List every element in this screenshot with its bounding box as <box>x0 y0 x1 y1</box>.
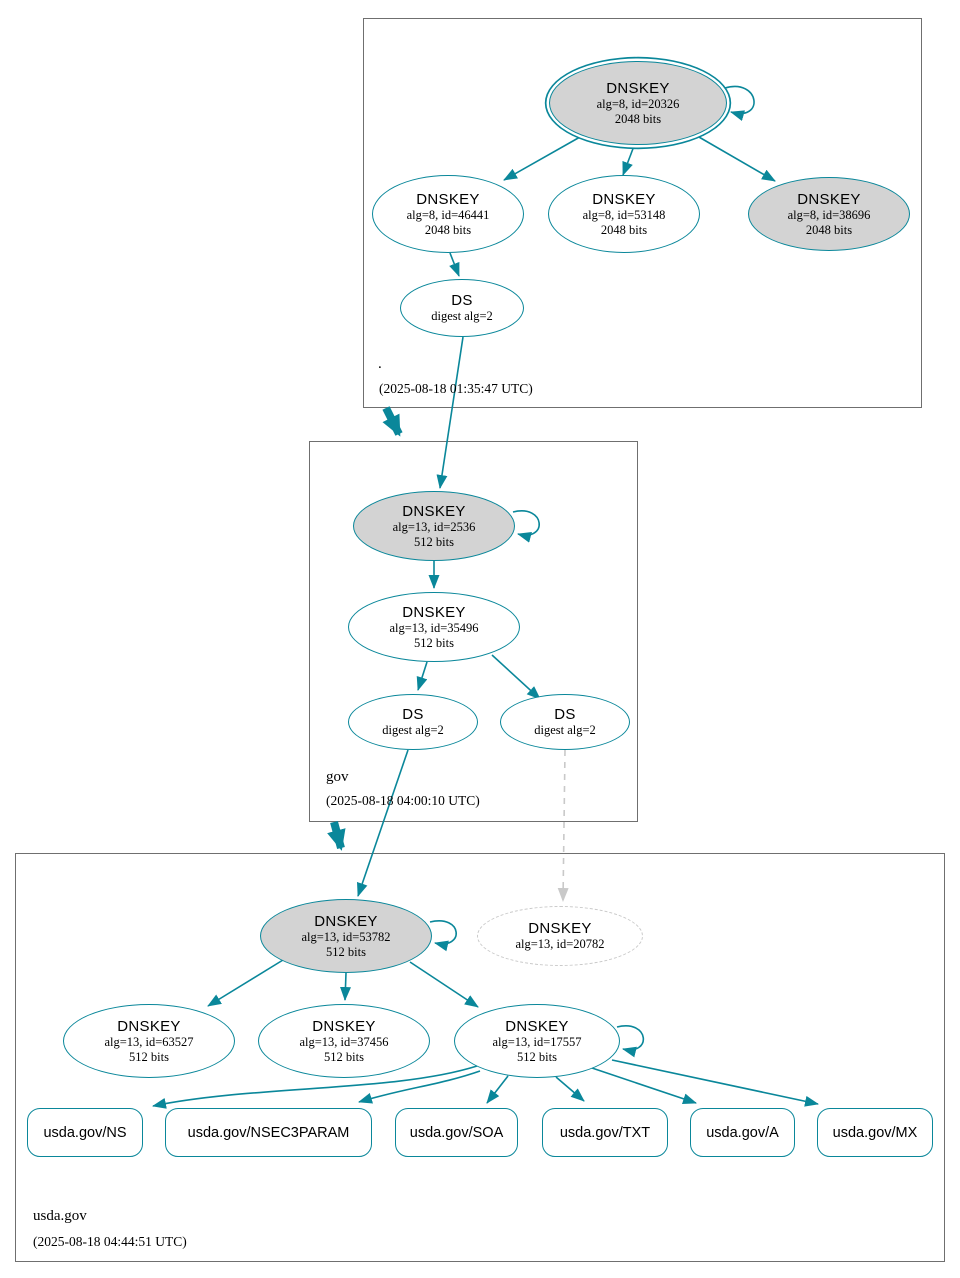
dnskey-alg-id: alg=8, id=20326 <box>596 97 680 111</box>
dnskey-node-root-ksk2[interactable]: DNSKEY alg=8, id=38696 2048 bits <box>748 177 910 251</box>
dnskey-node-usda-zsk2[interactable]: DNSKEY alg=13, id=37456 512 bits <box>258 1004 430 1078</box>
ds-node-gov-2[interactable]: DS digest alg=2 <box>500 694 630 750</box>
ds-digest-alg: digest alg=2 <box>534 723 596 738</box>
dnskey-alg-id: alg=8, id=53148 <box>582 208 666 222</box>
rrset-usda-gov-mx[interactable]: usda.gov/MX <box>817 1108 933 1157</box>
rrset-usda-gov-txt[interactable]: usda.gov/TXT <box>542 1108 668 1157</box>
ds-digest-alg: digest alg=2 <box>431 309 493 324</box>
dnskey-alg-id: alg=13, id=17557 <box>492 1035 582 1049</box>
dnskey-alg-id: alg=13, id=63527 <box>104 1035 194 1049</box>
rrset-label: usda.gov/A <box>706 1124 779 1141</box>
dnskey-node-root-zsk1[interactable]: DNSKEY alg=8, id=46441 2048 bits <box>372 175 524 253</box>
dnskey-node-usda-ksk[interactable]: DNSKEY alg=13, id=53782 512 bits <box>260 899 432 973</box>
rrset-label: usda.gov/NS <box>43 1124 127 1141</box>
dnskey-node-usda-zsk1[interactable]: DNSKEY alg=13, id=63527 512 bits <box>63 1004 235 1078</box>
dnskey-alg-id: alg=13, id=53782 <box>301 930 391 944</box>
dnskey-node-usda-zsk3[interactable]: DNSKEY alg=13, id=17557 512 bits <box>454 1004 620 1078</box>
zone-label-usda-gov: usda.gov <box>33 1208 87 1224</box>
dnskey-title: DNSKEY <box>402 503 466 520</box>
dnskey-alg-id: alg=13, id=2536 <box>392 520 476 534</box>
ds-digest-alg: digest alg=2 <box>382 723 444 738</box>
dnskey-bits: 512 bits <box>129 1049 169 1064</box>
dnskey-alg-id: alg=13, id=37456 <box>299 1035 389 1049</box>
dnskey-node-root-zsk2[interactable]: DNSKEY alg=8, id=53148 2048 bits <box>548 175 700 253</box>
dnskey-bits: 2048 bits <box>600 222 648 237</box>
dnskey-alg-id: alg=13, id=20782 <box>515 937 605 952</box>
dnskey-node-gov-ksk[interactable]: DNSKEY alg=13, id=2536 512 bits <box>353 491 515 561</box>
dnskey-alg-id: alg=13, id=35496 <box>389 621 479 635</box>
dnskey-bits: 512 bits <box>517 1049 557 1064</box>
dnskey-node-root-ksk[interactable]: DNSKEY alg=8, id=20326 2048 bits <box>549 61 727 145</box>
dnskey-title: DNSKEY <box>314 913 378 930</box>
dnskey-alg-id: alg=8, id=38696 <box>787 208 871 222</box>
zone-box-root <box>363 18 922 408</box>
rrset-usda-gov-soa[interactable]: usda.gov/SOA <box>395 1108 518 1157</box>
ds-title: DS <box>554 706 576 724</box>
dnskey-bits: 512 bits <box>414 635 454 650</box>
zone-timestamp-gov: (2025-08-18 04:00:10 UTC) <box>326 793 480 808</box>
rrset-label: usda.gov/TXT <box>559 1124 651 1141</box>
zone-box-gov <box>309 441 638 822</box>
zone-label-gov: gov <box>326 769 349 785</box>
ds-title: DS <box>402 706 424 724</box>
edge-delegation-root-to-gov <box>382 406 403 437</box>
rrset-label: usda.gov/NSEC3PARAM <box>187 1124 350 1141</box>
ds-node-gov-1[interactable]: DS digest alg=2 <box>348 694 478 750</box>
dnskey-title: DNSKEY <box>416 191 480 208</box>
dnskey-title: DNSKEY <box>505 1018 569 1035</box>
dnskey-bits: 2048 bits <box>424 222 472 237</box>
edge-delegation-gov-to-usda <box>327 820 346 851</box>
dnskey-node-gov-zsk[interactable]: DNSKEY alg=13, id=35496 512 bits <box>348 592 520 662</box>
dnskey-title: DNSKEY <box>312 1018 376 1035</box>
dnskey-title: DNSKEY <box>117 1018 181 1035</box>
dnskey-bits: 512 bits <box>324 1049 364 1064</box>
dnskey-title: DNSKEY <box>528 920 592 938</box>
dnskey-bits: 2048 bits <box>614 111 662 126</box>
zone-timestamp-root: (2025-08-18 01:35:47 UTC) <box>379 381 533 396</box>
rrset-usda-gov-ns[interactable]: usda.gov/NS <box>27 1108 143 1157</box>
dnskey-bits: 512 bits <box>414 534 454 549</box>
dnskey-title: DNSKEY <box>592 191 656 208</box>
dnskey-alg-id: alg=8, id=46441 <box>406 208 490 222</box>
rrset-usda-gov-nsec3param[interactable]: usda.gov/NSEC3PARAM <box>165 1108 372 1157</box>
dnskey-title: DNSKEY <box>606 80 670 97</box>
dnskey-bits: 512 bits <box>326 944 366 959</box>
ds-title: DS <box>451 292 473 310</box>
dnskey-node-usda-missing[interactable]: DNSKEY alg=13, id=20782 <box>477 906 643 966</box>
rrset-label: usda.gov/SOA <box>409 1124 504 1141</box>
dnskey-bits: 2048 bits <box>805 222 853 237</box>
zone-label-root: . <box>378 356 382 372</box>
ds-node-root[interactable]: DS digest alg=2 <box>400 279 524 337</box>
rrset-label: usda.gov/MX <box>832 1124 918 1141</box>
dnskey-title: DNSKEY <box>797 191 861 208</box>
rrset-usda-gov-a[interactable]: usda.gov/A <box>690 1108 795 1157</box>
zone-timestamp-usda-gov: (2025-08-18 04:44:51 UTC) <box>33 1234 187 1249</box>
dnskey-title: DNSKEY <box>402 604 466 621</box>
zone-box-usda-gov <box>15 853 945 1262</box>
